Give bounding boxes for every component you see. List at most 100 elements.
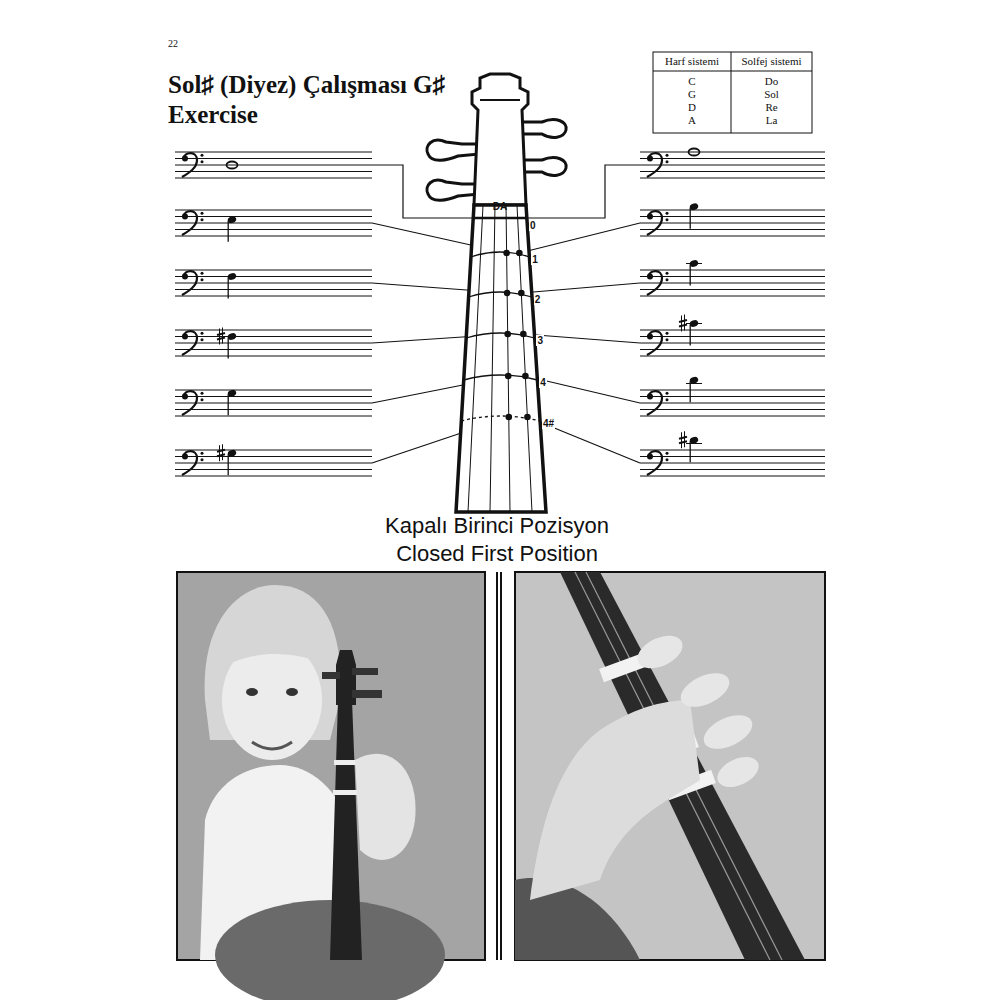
string-line: [517, 205, 532, 512]
whole-note: [227, 162, 238, 169]
photo-frame: [515, 572, 825, 960]
sharp-sign: [217, 450, 225, 452]
bass-clef: [647, 153, 662, 177]
bass-clef-dot: [666, 160, 669, 163]
table-header: Solfej sistemi: [731, 55, 812, 68]
tuning-peg: [427, 180, 480, 200]
bass-clef-dot: [647, 334, 653, 340]
sharp-sign: [222, 444, 223, 460]
table-frame: [653, 52, 812, 133]
table-rule: [653, 71, 812, 72]
bass-clef-dot: [201, 154, 204, 157]
finger-dot: [504, 290, 511, 297]
staff-line: [175, 158, 372, 159]
finger: [713, 751, 764, 793]
bass-clef-dot: [201, 398, 204, 401]
girl-smile: [252, 742, 292, 749]
table-header: Harf sistemi: [653, 55, 731, 68]
staff-line: [175, 283, 372, 284]
sharp-sign: [219, 329, 220, 345]
pegbox-scroll: [472, 74, 528, 205]
table-cell: G: [653, 88, 731, 101]
bass-clef-dot: [666, 212, 669, 215]
staff-line: [640, 450, 825, 451]
sharp-sign: [679, 325, 687, 327]
table-cell: A: [653, 114, 731, 127]
staff-line: [640, 289, 825, 290]
finger-number: 4#: [542, 418, 555, 429]
note-stem: [690, 265, 691, 286]
staff-line: [640, 270, 825, 271]
bass-clef-dot: [647, 156, 653, 162]
bass-clef-dot: [666, 338, 669, 341]
staff-line: [175, 463, 372, 464]
sharp-sign: [679, 441, 687, 443]
bass-clef-dot: [666, 278, 669, 281]
bass-clef-dot: [201, 458, 204, 461]
bass-clef-dot: [647, 214, 653, 220]
sharp-sign: [684, 431, 685, 447]
staff-line: [175, 343, 372, 344]
bass-clef: [647, 211, 662, 235]
staff-line: [175, 216, 372, 217]
figure-caption: Kapalı Birinci Pozisyon Closed First Pos…: [362, 512, 632, 568]
note-stem: [228, 221, 229, 242]
bass-clef: [647, 331, 662, 355]
finger-dot: [516, 250, 523, 257]
table-cell: Do: [731, 75, 812, 88]
finger-dot: [505, 414, 512, 421]
staff-line: [640, 336, 825, 337]
sharp-sign: [222, 328, 223, 344]
staff-line: [640, 409, 825, 410]
bass-clef: [182, 153, 197, 177]
cello-peg: [352, 668, 378, 675]
bass-clef-dot: [182, 214, 188, 220]
finger-number: 0: [529, 220, 537, 231]
bass-clef-dot: [666, 458, 669, 461]
bass-clef-dot: [666, 452, 669, 455]
bass-clef-dot: [201, 278, 204, 281]
staff-line: [175, 165, 372, 166]
staff-line: [175, 390, 372, 391]
bass-clef-dot: [666, 154, 669, 157]
note-stem: [228, 278, 229, 299]
staff-line: [640, 396, 825, 397]
bass-clef-dot: [201, 272, 204, 275]
table-cell: C: [653, 75, 731, 88]
finger-number: 3: [536, 335, 544, 346]
staff-line: [175, 456, 372, 457]
staff-line: [640, 403, 825, 404]
photo-divider: [500, 572, 502, 960]
staff-line: [640, 152, 825, 153]
note-stem: [228, 454, 229, 475]
staff-line: [640, 330, 825, 331]
bass-clef-dot: [182, 334, 188, 340]
bass-clef-dot: [201, 332, 204, 335]
staff-line: [175, 450, 372, 451]
staff-line: [175, 349, 372, 350]
photo-divider: [496, 572, 498, 960]
sharp-sign: [681, 316, 682, 332]
bass-clef-dot: [201, 392, 204, 395]
staff-line: [640, 178, 825, 179]
staff-line: [175, 152, 372, 153]
finger-number: 2: [534, 294, 542, 305]
finger: [676, 666, 735, 713]
sharp-sign: [681, 432, 682, 448]
sharp-sign: [679, 437, 687, 439]
sharp-sign: [217, 454, 225, 456]
finger-dot: [505, 373, 512, 380]
string-line: [468, 205, 483, 512]
staff-line: [640, 476, 825, 477]
fingerboard: [456, 205, 546, 512]
staff-line: [640, 343, 825, 344]
finger-dot: [518, 290, 525, 297]
string-names: DA: [482, 201, 518, 212]
staff-line: [640, 216, 825, 217]
leader-line: [527, 417, 640, 463]
staff-line: [640, 276, 825, 277]
staff-line: [640, 158, 825, 159]
scroll-line: [480, 99, 520, 101]
finger: [699, 708, 758, 755]
